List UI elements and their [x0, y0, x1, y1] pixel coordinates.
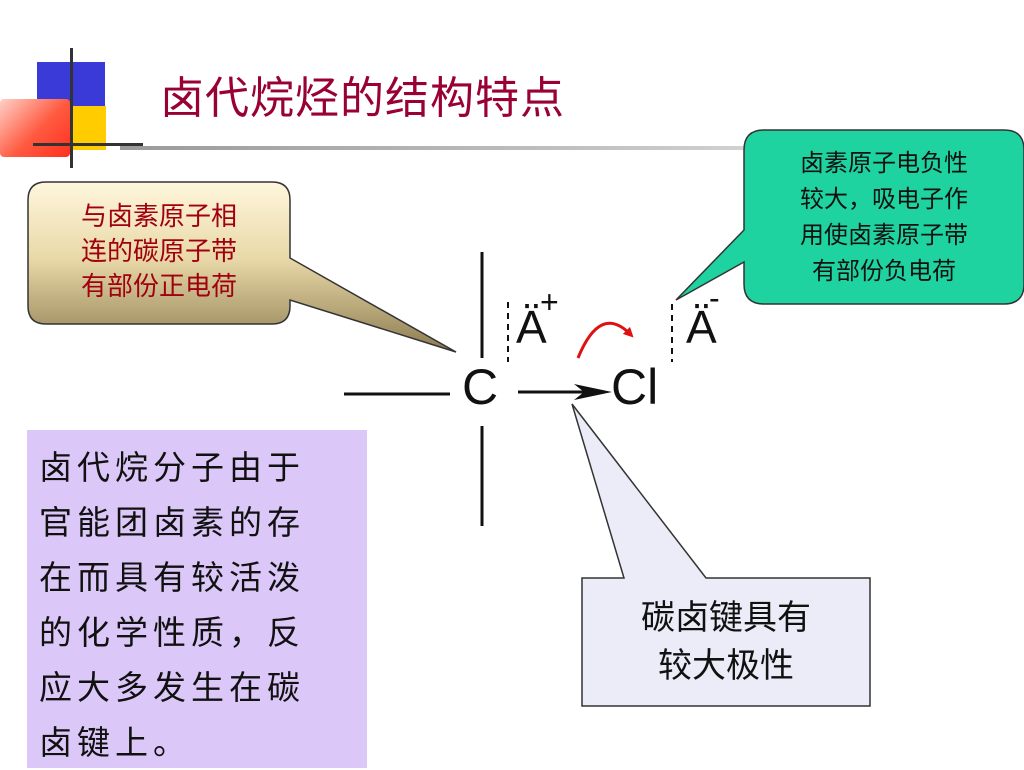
- partial-positive-symbol: Ä: [516, 301, 547, 353]
- callout-carbon-bubble: [27, 181, 457, 353]
- callout-halogen-line: 较大，吸电子作: [800, 185, 968, 213]
- callout-carbon-line: 有部份正电荷: [80, 271, 237, 302]
- carbon-atom-label: C: [462, 359, 499, 415]
- bond-direction-arrowhead: [574, 384, 612, 400]
- callout-carbon-line: 与卤素原子相: [80, 201, 237, 232]
- molecule-bonds: [344, 252, 584, 526]
- callout-polarity-text: 碳卤键具有 较大极性: [582, 578, 870, 706]
- callout-halogen-bubble: [675, 129, 1024, 305]
- callout-halogen-line: 用使卤素原子带: [800, 221, 968, 249]
- callout-polarity-line: 碳卤键具有: [641, 598, 811, 638]
- callout-polarity-line: 较大极性: [658, 646, 794, 686]
- chlorine-atom-label: Cl: [611, 359, 659, 415]
- callout-halogen-line: 卤素原子电负性: [800, 149, 968, 177]
- deco-vertical-line: [70, 48, 73, 168]
- callout-carbon-text: 与卤素原子相 连的碳原子带 有部份正电荷: [28, 182, 290, 322]
- partial-negative-symbol: Ä: [686, 301, 717, 353]
- charge-dashes: [507, 302, 673, 362]
- callout-polarity-bubble: [571, 403, 871, 707]
- plus-sign: +: [540, 284, 559, 320]
- deco-horizontal-line: [33, 143, 143, 146]
- page-title: 卤代烷烃的结构特点: [160, 73, 565, 124]
- deco-red-square: [0, 99, 70, 157]
- callout-halogen-text: 卤素原子电负性 较大，吸电子作 用使卤素原子带 有部份负电荷: [744, 130, 1024, 304]
- callout-carbon-line: 连的碳原子带: [80, 236, 237, 267]
- callout-halogen-line: 有部份负电荷: [812, 257, 956, 285]
- electron-shift-arrow: [576, 321, 634, 359]
- minus-sign: -: [709, 280, 720, 316]
- title-underline: [120, 146, 1024, 150]
- description-text: 卤代烷分子由于 官能团卤素的存 在而具有较活泼 的化学性质，反 应大多发生在碳 …: [39, 448, 305, 762]
- description-box: 卤代烷分子由于 官能团卤素的存 在而具有较活泼 的化学性质，反 应大多发生在碳 …: [27, 430, 367, 768]
